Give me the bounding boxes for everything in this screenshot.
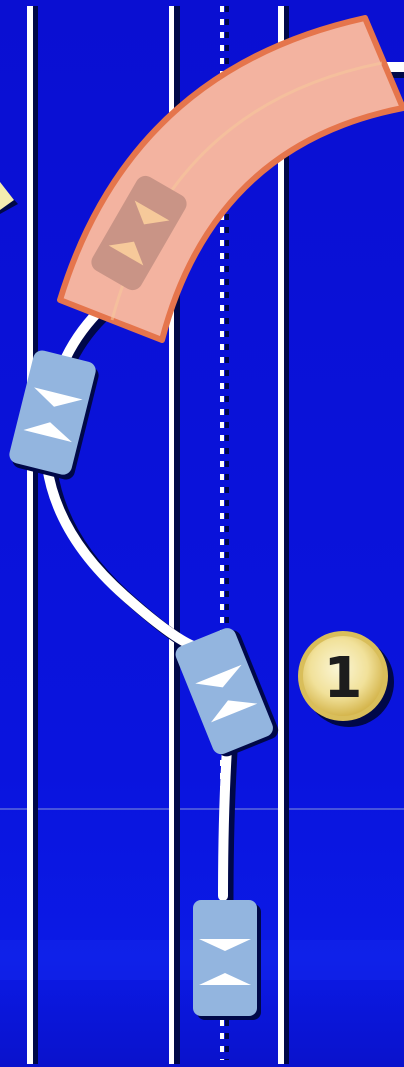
lane-line-left-shadow — [32, 6, 38, 1064]
lane-line-right-shadow — [283, 6, 289, 1064]
step-badge: 1 — [298, 631, 394, 727]
lane-lines — [27, 6, 289, 1064]
ghost-vehicle-in-zone — [91, 175, 187, 291]
step-badge-label: 1 — [324, 646, 363, 711]
vehicle-merging — [175, 628, 279, 757]
lane-line-left — [27, 6, 33, 1064]
vehicle-bottom — [193, 900, 261, 1020]
lane-line-center-shadow — [174, 6, 180, 1064]
warning-sign-icon — [0, 182, 18, 214]
lane-line-right — [278, 6, 284, 1064]
lane-line-center — [169, 6, 174, 1064]
horizon-band — [0, 808, 404, 810]
vehicle-left-lane — [9, 350, 99, 480]
